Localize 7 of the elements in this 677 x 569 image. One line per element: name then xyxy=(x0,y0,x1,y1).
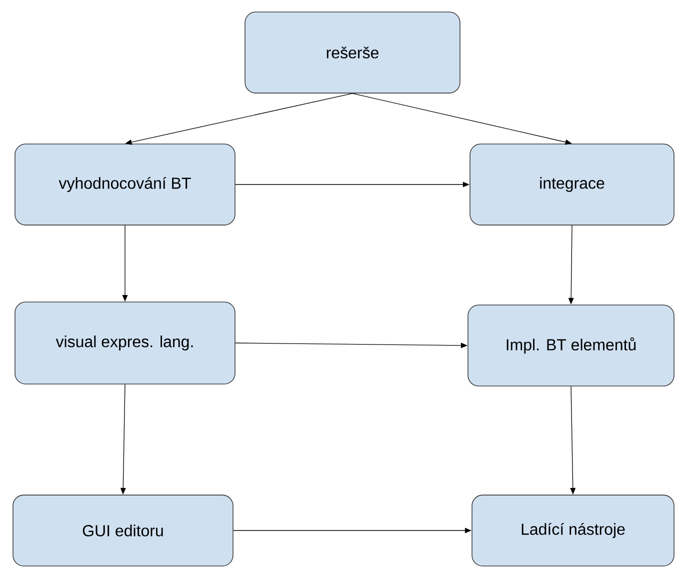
process-box: Impl. BT elementů xyxy=(468,304,674,386)
process-box: visual expres. lang. xyxy=(14,302,236,384)
process-box: rešerše xyxy=(244,12,460,94)
process-box: GUI editoru xyxy=(12,494,234,566)
process-box: Ladící nástroje xyxy=(472,494,674,566)
process-box: vyhodnocování BT xyxy=(14,144,236,226)
process-box: integrace xyxy=(470,144,674,226)
